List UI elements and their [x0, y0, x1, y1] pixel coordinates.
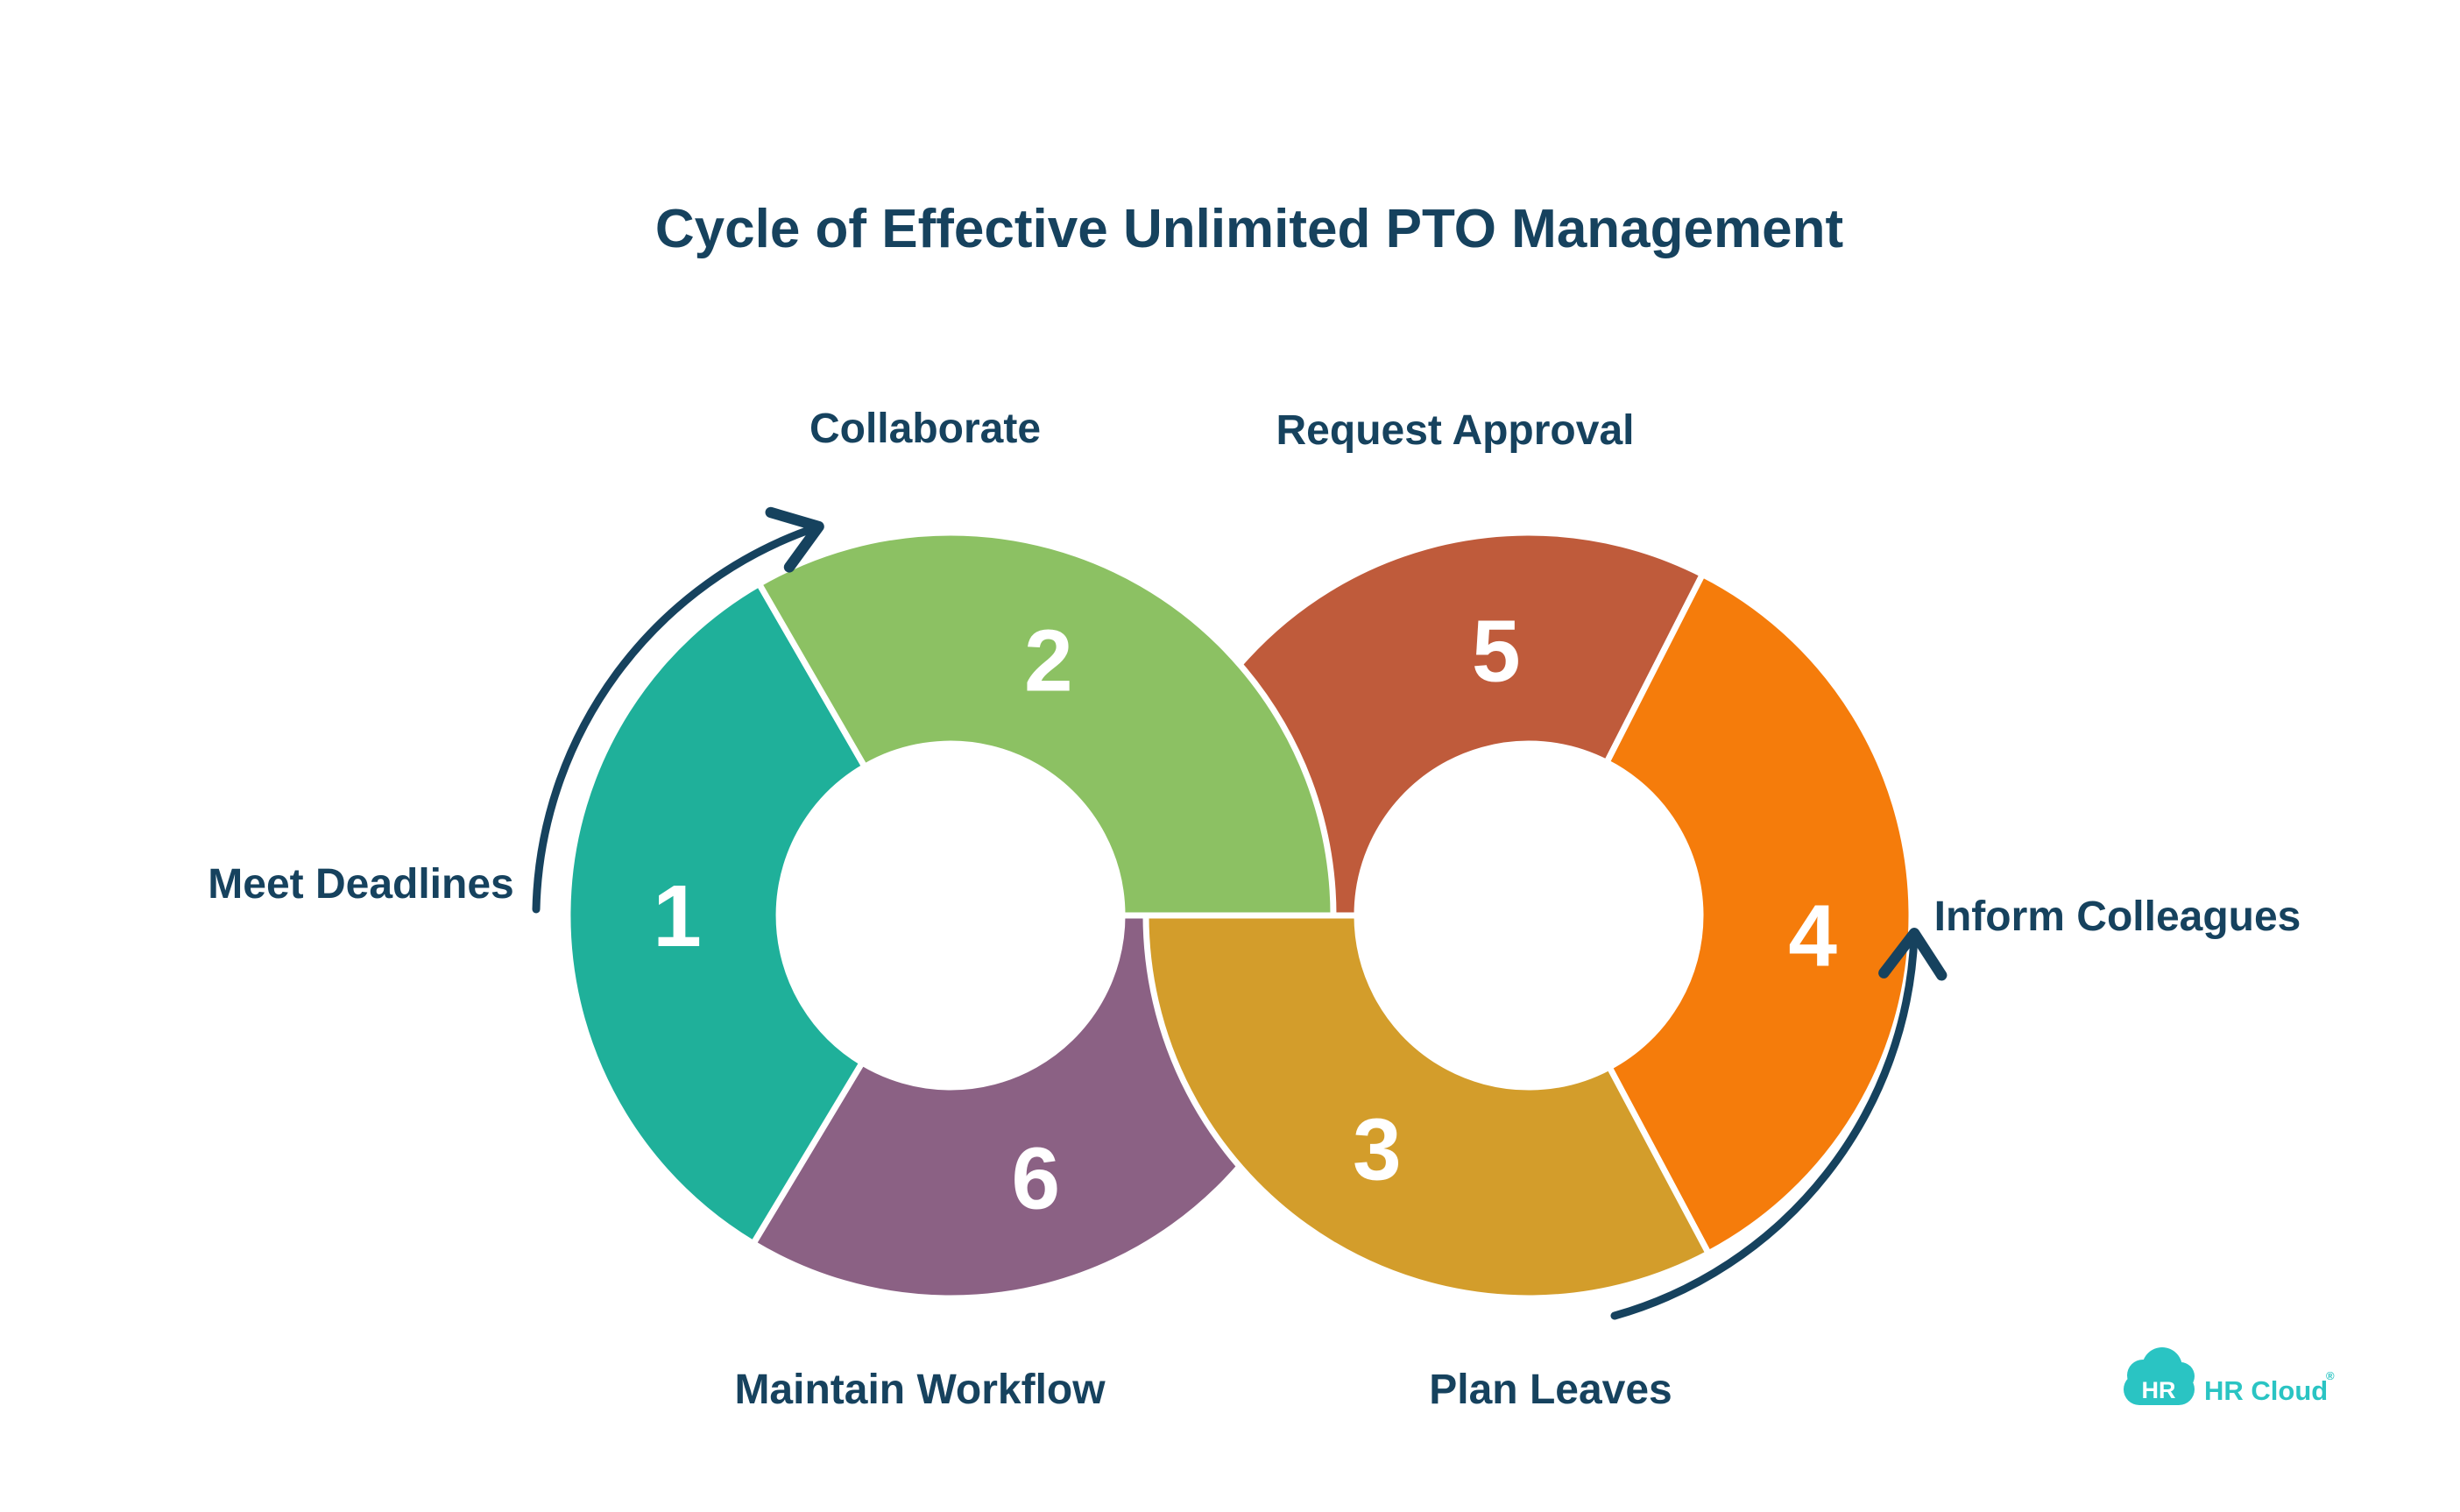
segment-step-2	[756, 529, 1337, 919]
label-meet-deadlines: Meet Deadlines	[208, 861, 513, 908]
segment-number-3: 3	[1353, 1101, 1402, 1199]
cloud-icon	[2124, 1347, 2195, 1405]
label-plan-leaves: Plan Leaves	[1429, 1367, 1672, 1413]
segment-number-1: 1	[653, 867, 702, 965]
hr-cloud-logo: HR HR Cloud ®	[2124, 1347, 2335, 1406]
donut-segments: 5 4 6 3 1 2	[564, 529, 1915, 1302]
logo-reg-mark: ®	[2326, 1369, 2335, 1382]
logo-badge-text: HR	[2142, 1377, 2176, 1403]
logo-brand-text: HR Cloud	[2204, 1375, 2328, 1406]
label-maintain-workflow: Maintain Workflow	[734, 1367, 1106, 1413]
cycle-arrow-right-icon	[1610, 928, 1948, 1320]
label-request-approval: Request Approval	[1276, 407, 1635, 454]
segment-number-4: 4	[1788, 887, 1837, 986]
label-collaborate: Collaborate	[809, 406, 1041, 452]
segment-step-4	[1603, 571, 1915, 1257]
segment-step-3	[1142, 912, 1712, 1302]
segment-number-6: 6	[1011, 1130, 1060, 1228]
cycle-arrow-left-icon	[532, 506, 824, 914]
segment-step-1	[564, 581, 868, 1247]
segment-number-2: 2	[1024, 612, 1073, 710]
page-title: Cycle of Effective Unlimited PTO Managem…	[655, 199, 1843, 259]
segment-number-5: 5	[1472, 602, 1521, 700]
label-inform-colleagues: Inform Colleagues	[1934, 894, 2301, 940]
